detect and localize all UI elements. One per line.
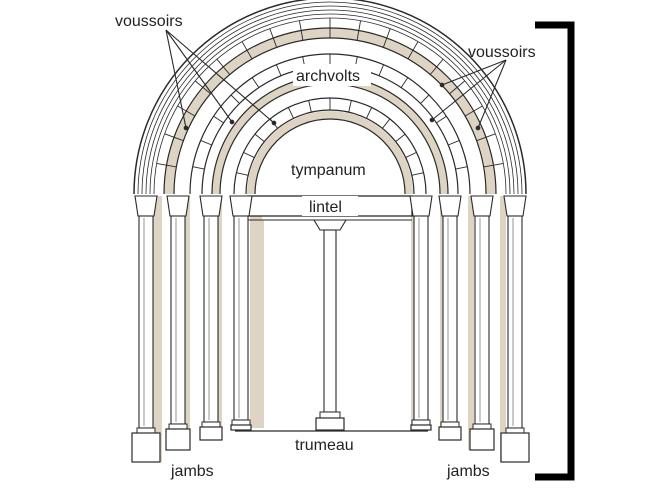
voussoir-joints: [156, 18, 504, 176]
voussoir-joint-inner: [395, 133, 406, 142]
voussoir-joint-outer: [356, 20, 362, 41]
archvolt-ring: [245, 109, 415, 195]
jamb-shadow: [468, 196, 474, 450]
outer-archvolt-ring: [145, 9, 515, 195]
jambs-right-label: jambs: [446, 463, 490, 480]
voussoir-joint-inner: [411, 172, 424, 176]
jamb-shadow: [216, 196, 222, 438]
voussoir-joint-outer: [298, 20, 304, 41]
outer-archvolt-ring: [133, 0, 527, 195]
voussoir-joint-middle: [251, 77, 260, 88]
jamb-column: [469, 195, 495, 451]
voussoir-joint-inner: [308, 100, 312, 113]
jamb-column: [229, 195, 253, 431]
voussoir-joint-inner: [348, 100, 352, 113]
voussoir-joint-middle: [448, 140, 460, 146]
voussoir-joint-middle: [230, 94, 240, 104]
voussoir-joint-outer: [449, 80, 466, 95]
door-shadow: [258, 220, 264, 428]
voussoirs-right-label: voussoirs: [468, 44, 536, 61]
voussoir-joint-outer: [483, 162, 504, 168]
leader-lines: [165, 29, 507, 131]
voussoir-joint-outer: [241, 41, 253, 60]
voussoir-joint-inner: [382, 118, 391, 129]
jamb-column: [131, 195, 161, 463]
voussoir-joint-inner: [287, 107, 294, 119]
voussoir-joint-middle: [455, 166, 468, 170]
outer-archvolt-ring: [137, 1, 523, 195]
voussoir-joint-outer: [156, 162, 177, 168]
voussoir-joint-outer: [429, 58, 444, 75]
voussoir-joint-middle: [192, 166, 205, 170]
voussoir-joint-inner: [366, 107, 373, 119]
jamb-shadow: [184, 196, 190, 450]
outer-archvolt-ring: [149, 13, 511, 195]
jamb-shadow: [500, 196, 506, 462]
lintel-label: lintel: [309, 199, 342, 216]
jamb-shadow: [151, 196, 162, 462]
voussoir-joint-inner: [405, 151, 417, 158]
voussoir-joint-outer: [177, 105, 196, 117]
jamb-column: [438, 195, 462, 441]
voussoir-joint-middle: [213, 115, 224, 124]
voussoir-joint-inner: [243, 151, 255, 158]
voussoir-joint-inner: [236, 172, 249, 176]
voussoir-joint-outer: [216, 58, 231, 75]
voussoir-joint-outer: [269, 28, 278, 48]
jamb-column: [199, 195, 223, 441]
outer-archvolt-ring: [141, 5, 519, 195]
voussoir-joint-outer: [164, 133, 184, 142]
jambs-left-label: jambs: [170, 463, 214, 480]
trumeau-label: trumeau: [295, 437, 354, 454]
voussoir-joint-middle: [436, 115, 447, 124]
voussoir-joint-middle: [420, 94, 430, 104]
voussoir-joint-inner: [254, 133, 265, 142]
voussoir-joint-outer: [476, 133, 496, 142]
jamb-column: [165, 195, 191, 451]
voussoir-joint-middle: [378, 64, 384, 76]
voussoir-joint-middle: [200, 140, 212, 146]
trumeau-column: [313, 219, 347, 431]
jamb-column: [409, 195, 433, 431]
voussoir-joint-middle: [400, 77, 409, 88]
voussoir-joint-outer: [407, 41, 419, 60]
voussoir-joint-outer: [382, 28, 391, 48]
archvolts-label: archvolts: [296, 68, 360, 85]
voussoirs-left-label: voussoirs: [115, 13, 183, 30]
height-bracket: [535, 21, 575, 481]
tympanum-label: tympanum: [291, 162, 366, 179]
voussoir-joint-outer: [194, 80, 211, 95]
jamb-column: [500, 195, 530, 463]
archvolt-ring: [254, 118, 406, 195]
voussoir-joint-middle: [276, 64, 282, 76]
jamb-columns: [131, 195, 530, 463]
voussoir-joint-outer: [464, 105, 483, 117]
